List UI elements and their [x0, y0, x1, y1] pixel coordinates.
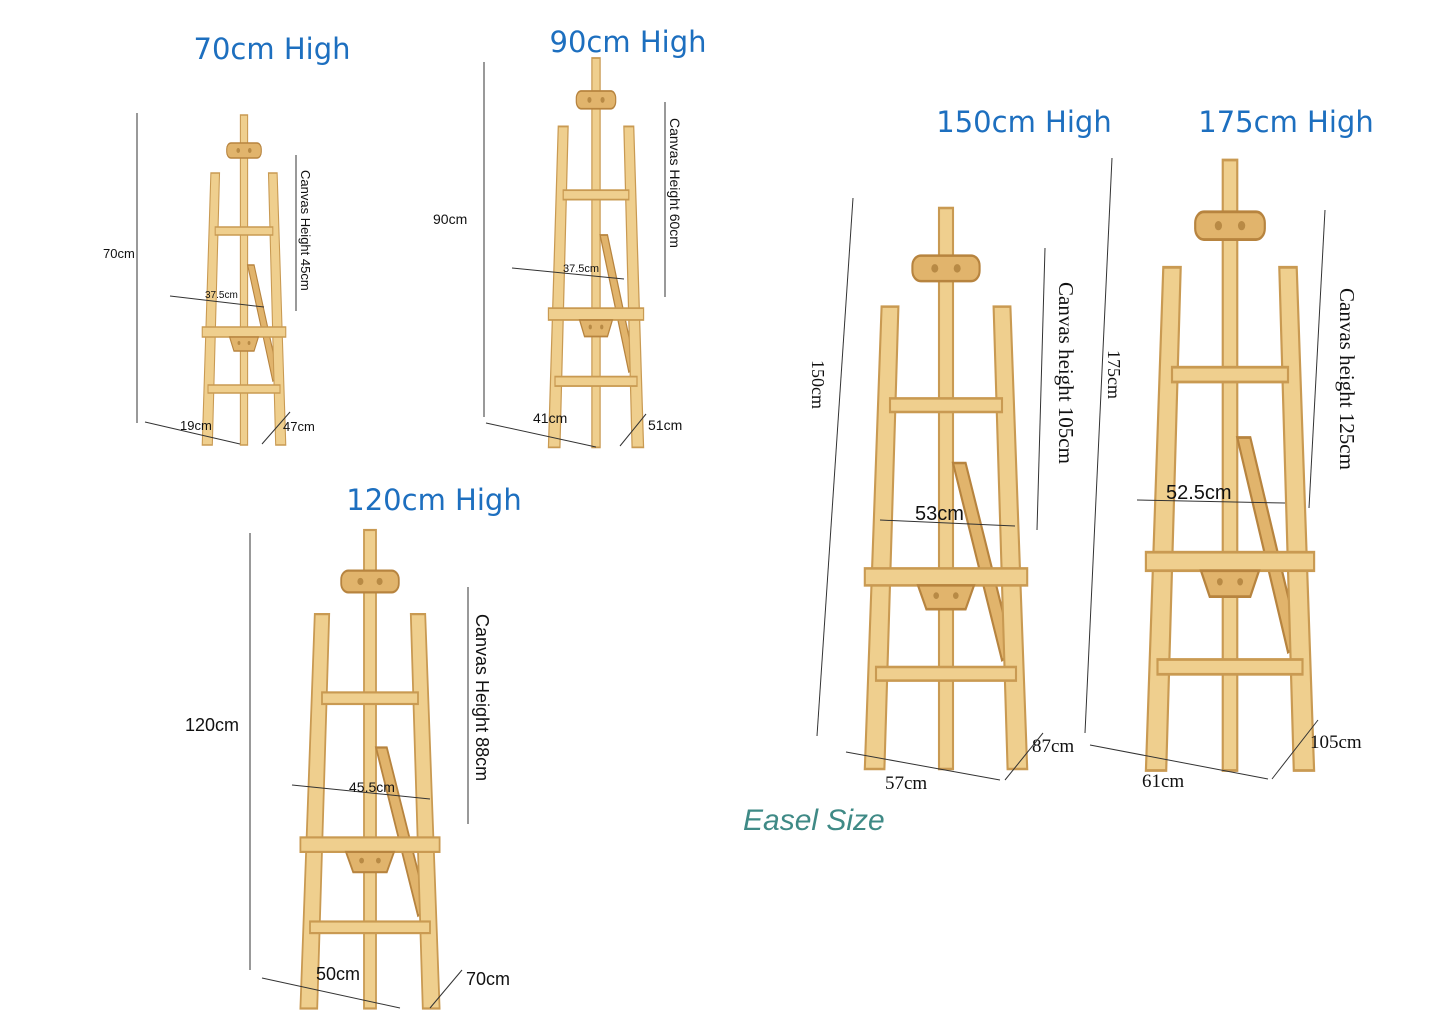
canvas-70cm: Canvas Height 45cm [298, 170, 313, 291]
easel-175cm: 175cm High 175cm Canvas height 125cm 52.… [1084, 105, 1374, 792]
height-70cm: 70cm [103, 246, 135, 261]
easel-70cm-illustration [201, 114, 287, 446]
width-175cm: 61cm [1142, 771, 1184, 792]
title-70cm: 70cm High [194, 32, 351, 66]
easel-150cm: 150cm High 150cm Canvas height 105cm 53c… [808, 105, 1112, 794]
canvas-150cm: Canvas height 105cm [1054, 282, 1078, 464]
title-90cm: 90cm High [550, 25, 707, 59]
canvas-90cm: Canvas Height 60cm [667, 118, 683, 248]
easel-90cm: 90cm High 90cm Canvas Height 60cm 37.5cm… [433, 25, 707, 449]
height-175cm: 175cm [1104, 350, 1124, 399]
canvas-120cm: Canvas Height 88cm [472, 614, 492, 781]
easel-size-caption: Easel Size [743, 804, 885, 837]
depth-175cm: 105cm [1310, 732, 1362, 753]
width-120cm: 50cm [316, 964, 360, 984]
depth-120cm: 70cm [466, 969, 510, 989]
height-120cm: 120cm [185, 715, 239, 735]
tray-150cm: 53cm [915, 503, 964, 525]
height-90cm: 90cm [433, 211, 467, 227]
tray-120cm: 45.5cm [349, 779, 395, 795]
height-150cm: 150cm [808, 360, 828, 409]
tray-90cm: 37.5cm [563, 263, 599, 275]
depth-70cm: 47cm [283, 419, 315, 434]
width-150cm: 57cm [885, 773, 927, 794]
title-175cm: 175cm High [1198, 105, 1373, 139]
easel-175cm-illustration [1144, 158, 1316, 772]
easel-120cm-illustration [299, 528, 441, 1010]
easel-70cm: 70cm High 70cm Canvas Height 45cm 37.5cm… [103, 32, 351, 446]
title-150cm: 150cm High [936, 105, 1111, 139]
title-120cm: 120cm High [346, 483, 521, 517]
tray-70cm: 37.5cm [205, 290, 238, 301]
tray-175cm: 52.5cm [1166, 482, 1232, 504]
easel-150cm-illustration [863, 206, 1029, 771]
depth-90cm: 51cm [648, 417, 682, 433]
width-70cm: 19cm [180, 418, 212, 433]
width-90cm: 41cm [533, 410, 567, 426]
easel-90cm-illustration [547, 57, 645, 449]
depth-150cm: 87cm [1032, 736, 1074, 757]
easel-120cm: 120cm High 120cm Canvas Height 88cm 45.5… [185, 483, 522, 1010]
canvas-175cm: Canvas height 125cm [1335, 288, 1359, 470]
